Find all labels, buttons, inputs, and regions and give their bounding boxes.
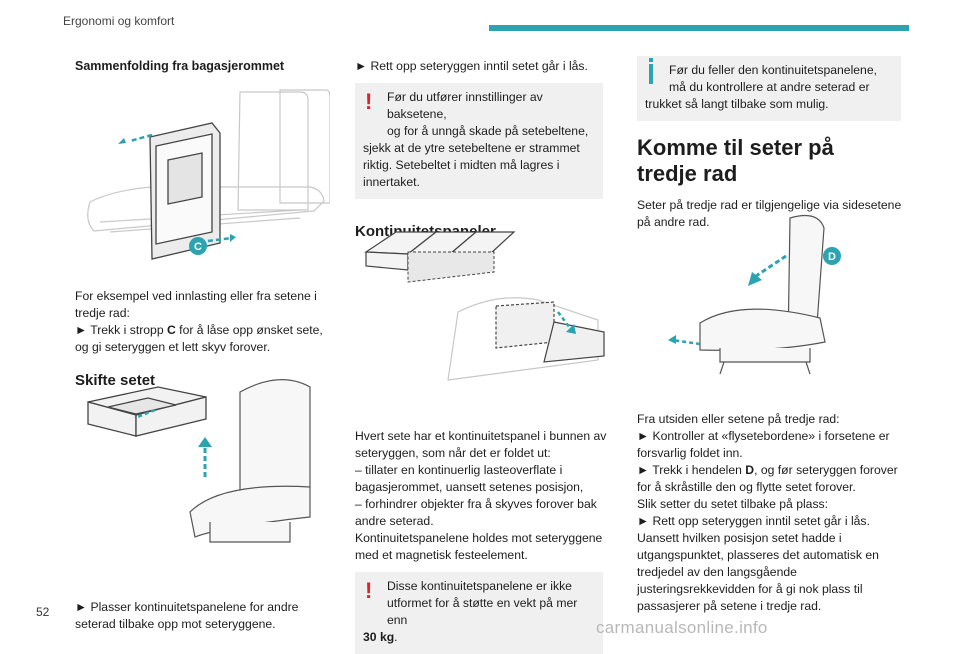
heading-third-row-access: Komme til seter på tredje rad [637, 135, 834, 186]
header-accent-bar [489, 25, 909, 31]
paragraph-example: For eksempel ved innlasting eller fra se… [75, 289, 317, 320]
info-icon [649, 58, 653, 84]
column-3: Før du feller den kontinuitetspanelene, … [637, 56, 909, 615]
warning-box-weight: ! Disse kontinuitetspanelene er ikke utf… [355, 572, 603, 654]
paragraph-straighten-back: ► Rett opp seteryggen inntil setet går i… [637, 514, 870, 528]
warning-box-belts: ! Før du utfører innstillinger av bakset… [355, 83, 603, 199]
info-box-second-row: Før du feller den kontinuitetspanelene, … [637, 56, 901, 121]
seat-replace-illustration [87, 378, 311, 543]
paragraph-bullet-2: – forhindrer objekter fra å skyves forov… [355, 497, 597, 528]
paragraph-pull-strap: ► Trekk i stropp C for å låse opp ønsket… [75, 323, 323, 354]
paragraph-pull-lever: ► Trekk i hendelen D, og før seteryggen … [637, 463, 898, 494]
paragraph-from-outside: Fra utsiden eller setene på tredje rad: [637, 412, 840, 426]
paragraph-bullet-1: – tillater en kontinuerlig lasteoverflat… [355, 463, 584, 494]
column-1: Sammenfolding fra bagasjerommet For ekse… [75, 58, 331, 633]
paragraph-auto-position: Uansett hvilken posisjon setet hadde i u… [637, 531, 879, 613]
continuity-panel-illustration [364, 231, 605, 381]
column-2: ► Rett opp seteryggen inntil setet går i… [355, 58, 611, 654]
paragraph-magnetic: Kontinuitetspanelene holdes mot seterygg… [355, 531, 603, 562]
section-title: Ergonomi og komfort [63, 14, 175, 28]
callout-d: D [828, 251, 836, 263]
paragraph-place-panels: ► Plasser kontinuitetspanelene for andre… [75, 600, 299, 631]
paragraph-third-row: Seter på tredje rad er tilgjengelige via… [637, 198, 902, 229]
watermark: carmanualsonline.info [596, 618, 768, 637]
page-number: 52 [36, 605, 50, 619]
warning-icon: ! [365, 578, 373, 603]
paragraph-panel-desc: Hvert sete har et kontinuitetspanel i bu… [355, 429, 607, 460]
warning-icon: ! [365, 89, 373, 114]
paragraph-straighten: ► Rett opp seteryggen inntil setet går i… [355, 59, 588, 73]
seat-fold-illustration: C [87, 89, 330, 260]
heading-fold-from-trunk: Sammenfolding fra bagasjerommet [75, 59, 285, 73]
callout-c: C [194, 241, 202, 253]
paragraph-return-seat: Slik setter du setet tilbake på plass: [637, 497, 829, 511]
seat-tilt-illustration: D [668, 215, 841, 375]
paragraph-check-tables: ► Kontroller at «flysetebordene» i forse… [637, 429, 890, 460]
heading-replace-seat: Skifte setet [75, 372, 156, 389]
